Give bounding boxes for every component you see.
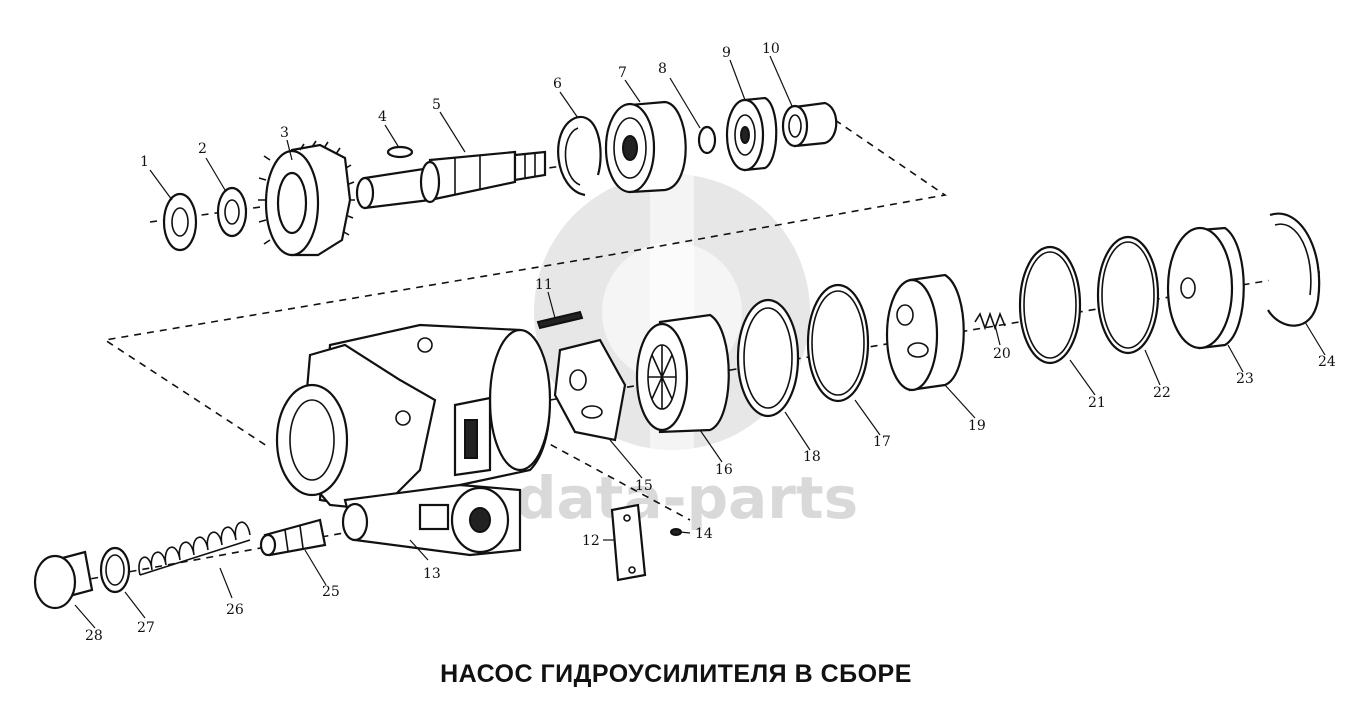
part-24-o-ring	[1096, 235, 1160, 355]
callout-16: 12	[582, 533, 600, 549]
part-2-spring	[138, 521, 251, 576]
callout-22: 20	[993, 346, 1011, 362]
part-18-rotor	[635, 313, 730, 434]
callout-26: 24	[1318, 354, 1336, 370]
callout-10: 8	[658, 61, 667, 77]
callout-23: 21	[1088, 395, 1106, 411]
callout-6: 5	[432, 97, 441, 113]
part-5-lock-washer	[216, 186, 248, 238]
part-28-plug	[33, 550, 94, 610]
callout-24: 22	[1153, 385, 1171, 401]
part-3-drive-gear	[258, 140, 355, 257]
part-13-bushing	[781, 101, 838, 148]
part-25-rear-cover	[1166, 226, 1245, 350]
part-6-drive-shaft	[355, 150, 547, 210]
part-4-nut	[162, 192, 198, 252]
callout-3: 3	[280, 125, 289, 141]
callout-1: 25	[322, 584, 340, 600]
callout-7: 4	[378, 109, 387, 125]
callout-18: 16	[715, 462, 733, 478]
diagram-title: НАСОС ГИДРОУСИЛИТЕЛЯ В СБОРЕ	[440, 660, 912, 688]
part-14-dowel-pin	[536, 310, 584, 330]
part-22-spring	[974, 311, 1006, 331]
part-10-retaining-ring	[697, 125, 717, 155]
callout-15: 14	[695, 526, 713, 542]
part-12-pump-housing	[275, 323, 552, 557]
part-19-o-ring	[806, 283, 870, 403]
callout-21: 19	[968, 418, 986, 434]
callout-4: 1	[140, 154, 149, 170]
part-21-pressure-plate	[885, 273, 965, 392]
callout-17: 15	[635, 478, 653, 494]
callout-28: 28	[85, 628, 103, 644]
part-15-screw	[670, 528, 682, 536]
callout-12: 13	[423, 566, 441, 582]
callout-25: 23	[1236, 371, 1254, 387]
callout-9: 7	[618, 65, 627, 81]
callout-13: 10	[762, 41, 780, 57]
part-8-snap-ring	[557, 115, 602, 197]
part-9-bearing	[604, 100, 687, 194]
part-26-snap-ring	[1267, 212, 1321, 327]
callout-2: 26	[226, 602, 244, 618]
part-16-plate	[610, 503, 647, 582]
callout-20: 18	[803, 449, 821, 465]
callout-11: 9	[722, 45, 731, 61]
watermark-text: data-parts	[515, 464, 858, 532]
part-17-thrust-plate	[553, 338, 627, 442]
part-27-o-ring	[99, 546, 131, 594]
part-7-key	[386, 145, 414, 159]
part-11-oil-seal	[725, 96, 778, 172]
part-23-o-ring	[1018, 245, 1082, 365]
callout-27: 27	[137, 620, 155, 636]
callout-19: 17	[873, 434, 891, 450]
callout-8: 6	[553, 76, 562, 92]
part-1-flow-control-valve	[259, 518, 327, 557]
callout-14: 11	[535, 277, 553, 293]
part-20-cam-ring	[736, 298, 800, 418]
callout-labels: 1 2 3 4 5 6 7 8 9 10 11 13 14 12 15 16 1…	[85, 41, 1336, 644]
callout-5: 2	[198, 141, 207, 157]
leader-lines	[74, 55, 1326, 629]
